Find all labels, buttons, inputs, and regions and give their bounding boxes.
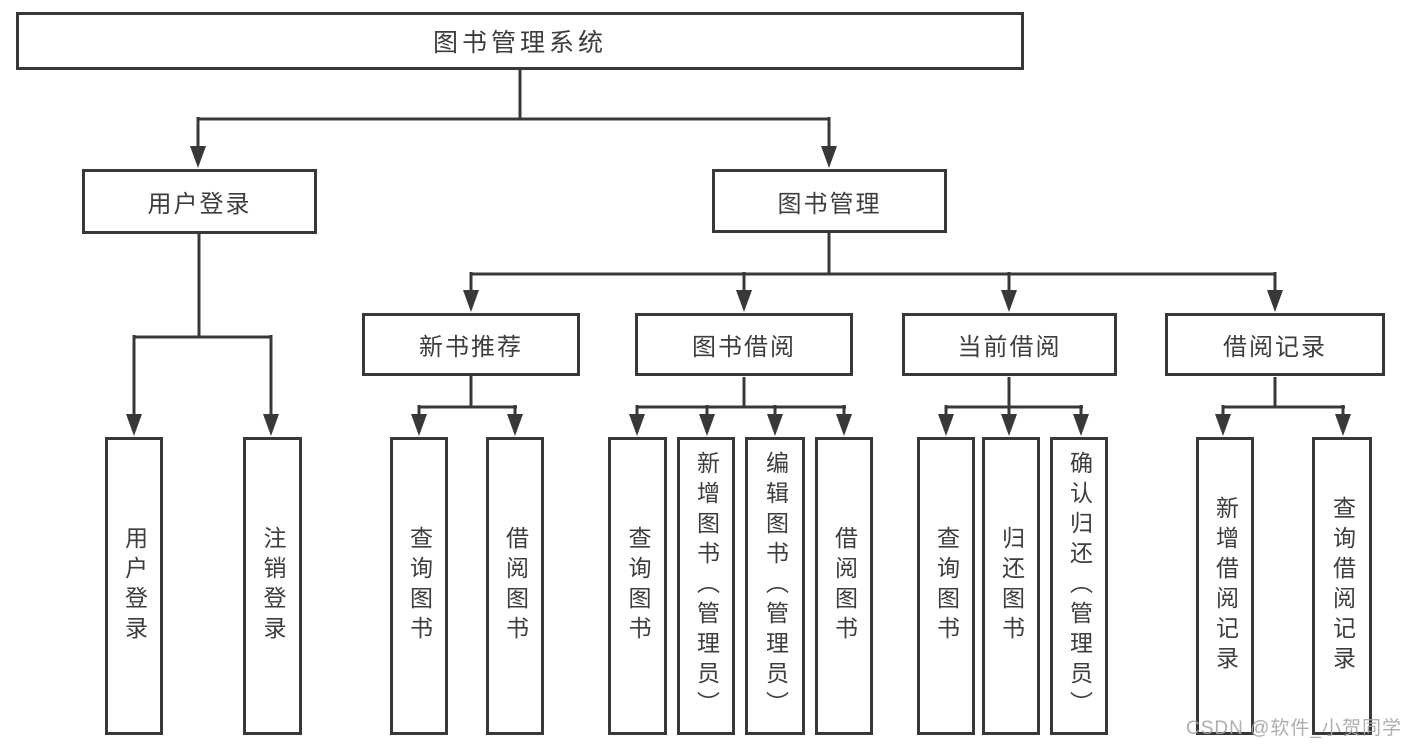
node-root-system-label: 图书管理系统 xyxy=(432,29,607,57)
node-user-login: 用户登录 xyxy=(82,169,317,234)
node-current-borrowing-label: 当前借阅 xyxy=(957,334,1062,361)
node-borrowing-records: 借阅记录 xyxy=(1165,313,1385,376)
leaf-return-book: 归还图书 xyxy=(982,437,1040,735)
leaf-add-borrow-record-label: 新增借阅记录 xyxy=(1212,496,1239,676)
leaf-edit-book-admin-label: 编辑图书（管理员） xyxy=(762,451,789,721)
leaf-query-books-current: 查询图书 xyxy=(917,437,975,735)
node-user-login-label: 用户登录 xyxy=(147,191,252,218)
leaf-logout: 注销登录 xyxy=(243,437,302,735)
leaf-query-books-current-label: 查询图书 xyxy=(933,526,960,646)
watermark: CSDN @软件_小贺同学 xyxy=(1186,718,1402,739)
leaf-query-books-recommend-label: 查询图书 xyxy=(406,526,433,646)
leaf-add-borrow-record: 新增借阅记录 xyxy=(1196,437,1254,735)
node-new-book-recommend-label: 新书推荐 xyxy=(419,334,523,361)
leaf-add-book-admin: 新增图书（管理员） xyxy=(677,437,735,735)
node-new-book-recommend: 新书推荐 xyxy=(362,313,580,376)
leaf-borrow-books-recommend-label: 借阅图书 xyxy=(502,526,529,646)
leaf-logout-label: 注销登录 xyxy=(260,526,286,646)
leaf-edit-book-admin: 编辑图书（管理员） xyxy=(745,437,805,735)
leaf-borrow-books-borrowing: 借阅图书 xyxy=(815,437,873,735)
leaf-user-login: 用户登录 xyxy=(105,437,163,735)
leaf-user-login-label: 用户登录 xyxy=(121,526,148,646)
node-book-management-label: 图书管理 xyxy=(777,190,882,218)
leaf-query-books-borrowing-label: 查询图书 xyxy=(625,526,651,646)
arrowheads xyxy=(126,146,1351,436)
leaf-query-borrow-record: 查询借阅记录 xyxy=(1312,437,1372,735)
node-book-management: 图书管理 xyxy=(712,169,947,233)
leaf-query-books-recommend: 查询图书 xyxy=(390,437,448,735)
node-current-borrowing: 当前借阅 xyxy=(902,313,1117,376)
node-book-borrowing: 图书借阅 xyxy=(635,313,853,376)
leaf-add-book-admin-label: 新增图书（管理员） xyxy=(693,451,720,721)
node-book-borrowing-label: 图书借阅 xyxy=(692,334,796,361)
tree-edges xyxy=(132,70,1345,418)
leaf-borrow-books-recommend: 借阅图书 xyxy=(486,437,544,735)
leaf-borrow-books-borrowing-label: 借阅图书 xyxy=(831,526,858,646)
leaf-return-book-label: 归还图书 xyxy=(998,526,1025,646)
node-borrowing-records-label: 借阅记录 xyxy=(1223,334,1327,361)
node-root-system: 图书管理系统 xyxy=(16,12,1024,70)
leaf-confirm-return-admin-label: 确认归还（管理员） xyxy=(1066,451,1093,721)
leaf-confirm-return-admin: 确认归还（管理员） xyxy=(1050,437,1108,735)
leaf-query-borrow-record-label: 查询借阅记录 xyxy=(1329,496,1356,676)
leaf-query-books-borrowing: 查询图书 xyxy=(608,437,667,735)
